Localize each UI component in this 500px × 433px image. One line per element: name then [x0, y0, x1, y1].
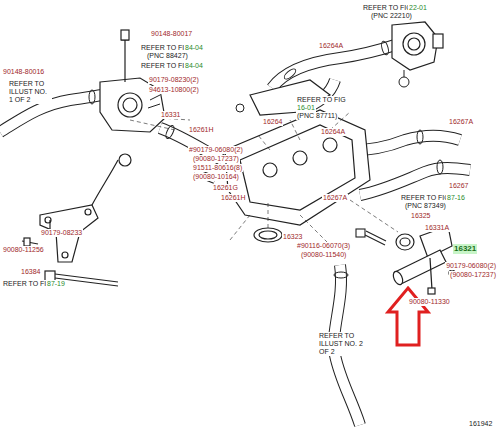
callout-number: (90080-11540)	[300, 251, 347, 259]
callout-number: 90148-80017	[150, 30, 193, 38]
reference-note: (PNC 22210)	[370, 12, 413, 20]
callout-number: 90179-08233	[40, 229, 83, 237]
callout-number: 16267A	[448, 118, 474, 126]
callout-number: 16261H	[220, 194, 247, 202]
callout-number: 16384	[20, 268, 41, 276]
callout-number: 16267	[448, 182, 469, 190]
pointer-arrow	[388, 288, 428, 345]
reference-note: 161942	[468, 420, 493, 428]
reference-note: REFER TO ILLUST NO. 2 OF 2	[318, 332, 368, 356]
callout-number: 16-01	[296, 104, 316, 112]
callout-number: 16261G	[212, 184, 239, 192]
callout-number: 16264A	[320, 128, 346, 136]
reference-note: (PNC 88427)	[146, 52, 189, 60]
callout-number: 87-16	[446, 194, 466, 202]
callout-number: 94613-10800(2)	[148, 86, 200, 94]
callout-number: 16261H	[188, 126, 215, 134]
callout-number: 87-19	[46, 280, 66, 288]
reference-note: REFER TO ILLUST NO. 1 OF 2	[8, 80, 52, 104]
callout-number: 90179-08230(2)	[148, 76, 200, 84]
reference-note: REFER TO FIG	[400, 194, 451, 202]
callout-number: 16321	[453, 244, 477, 254]
callout-number: 84-04	[184, 44, 204, 52]
callout-number: 84-04	[184, 62, 204, 70]
reference-note: (PNC 87349)	[404, 202, 447, 210]
callout-number: 22-01	[408, 4, 428, 12]
callout-number: (90080-17237)	[192, 155, 240, 163]
callout-number: 91511-80616(8)	[192, 164, 243, 172]
callout-number: 90148-80016	[2, 68, 45, 76]
reference-note: (PNC 87711)	[296, 112, 338, 120]
callout-number: 16264A	[318, 42, 344, 50]
callout-number: (90080-10164)	[192, 173, 240, 181]
callout-number: #90179-06080(2)	[188, 146, 244, 154]
callout-number: 16264	[262, 118, 283, 126]
reference-note: REFER TO FIG	[362, 4, 413, 12]
callout-number: 16267A	[322, 194, 348, 202]
callout-number: 16331A	[424, 224, 450, 232]
callout-number: (90080-17237)	[449, 271, 497, 279]
callout-number: 16325	[410, 212, 431, 220]
callout-number: 16331	[160, 111, 181, 119]
reference-note: REFER TO FIG	[296, 96, 347, 104]
callout-number: 90080-11330	[408, 298, 451, 306]
callout-number: #90116-06070(3)	[296, 242, 351, 250]
callout-number: 90179-06080(2)	[445, 262, 497, 270]
callout-number: 16323	[282, 233, 303, 241]
callout-number: 90080-11256	[2, 246, 45, 254]
